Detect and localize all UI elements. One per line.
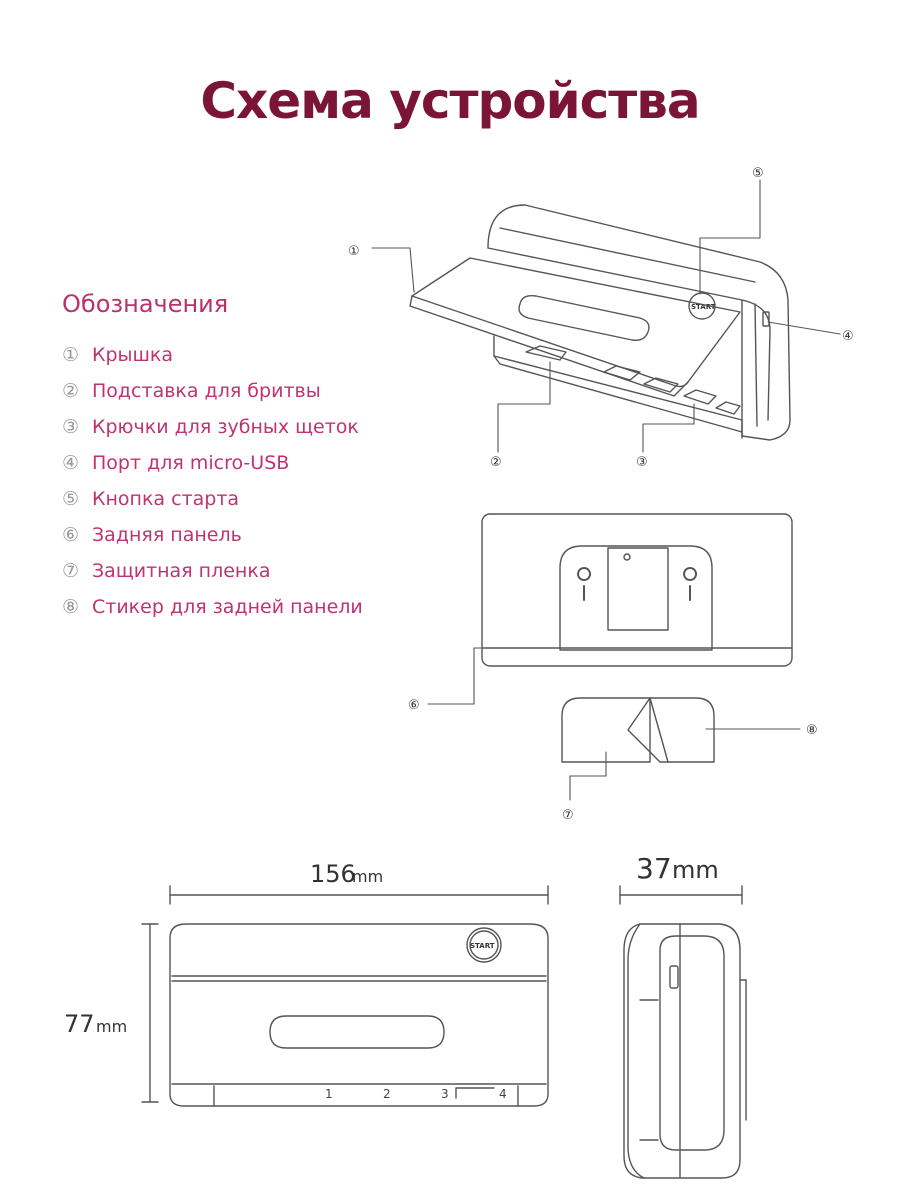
front-body bbox=[169, 923, 549, 1107]
legend-item-1: ① Крышка bbox=[62, 340, 363, 376]
film-sticker bbox=[561, 697, 715, 763]
leader-lines-top bbox=[371, 179, 841, 453]
mount-hole-small bbox=[623, 553, 631, 561]
legend-number: ⑥ bbox=[62, 524, 80, 546]
lid bbox=[411, 257, 741, 388]
legend-number: ④ bbox=[62, 452, 80, 474]
callout-4: ④ bbox=[842, 329, 854, 344]
back-panel-outline bbox=[481, 513, 793, 667]
leader-lines-mid bbox=[427, 647, 801, 801]
brush-hook-4 bbox=[715, 401, 741, 415]
callouts: ① ⑤ ④ ② ③ ⑥ ⑧ ⑦ bbox=[348, 166, 854, 823]
slot-label-1: 1 bbox=[325, 1087, 333, 1101]
legend-list: ① Крышка ② Подставка для бритвы ③ Крючки дл… bbox=[62, 340, 363, 628]
mount-plate bbox=[559, 545, 713, 651]
side-usb-port-icon bbox=[669, 965, 679, 989]
start-button-icon bbox=[688, 292, 716, 320]
legend-item-8: ⑧ Стикер для задней панели bbox=[62, 592, 363, 628]
callout-8: ⑧ bbox=[806, 723, 818, 738]
legend-label: Кнопка старта bbox=[92, 488, 240, 510]
slot-label-2: 2 bbox=[383, 1087, 391, 1101]
legend-label: Стикер для задней панели bbox=[92, 596, 363, 618]
keyhole-right-icon bbox=[683, 567, 698, 601]
slot-label-3: 3 bbox=[441, 1087, 449, 1101]
usb-port-icon bbox=[762, 311, 770, 327]
callout-3: ③ bbox=[636, 455, 648, 470]
legend-item-5: ⑤ Кнопка старта bbox=[62, 484, 363, 520]
keyhole-left-icon bbox=[577, 567, 592, 601]
back-sticker-area bbox=[607, 547, 669, 631]
legend-label: Задняя панель bbox=[92, 524, 242, 546]
callout-1: ① bbox=[348, 244, 360, 259]
legend-label: Крышка bbox=[92, 344, 174, 366]
height-unit: mm bbox=[96, 1017, 127, 1036]
back-panel bbox=[481, 513, 793, 667]
start-button-front-label: START bbox=[470, 942, 495, 950]
legend-item-2: ② Подставка для бритвы bbox=[62, 376, 363, 412]
legend-number: ③ bbox=[62, 416, 80, 438]
legend-item-6: ⑥ Задняя панель bbox=[62, 520, 363, 556]
brush-hook-2 bbox=[643, 377, 679, 393]
legend-number: ⑤ bbox=[62, 488, 80, 510]
legend-label: Порт для micro-USB bbox=[92, 452, 290, 474]
width-value: 156 bbox=[310, 860, 356, 888]
body-top bbox=[487, 204, 791, 441]
usb-slot-outline bbox=[455, 1087, 495, 1099]
front-window bbox=[269, 1015, 445, 1049]
legend-number: ① bbox=[62, 344, 80, 366]
start-button-label: START bbox=[691, 303, 716, 311]
callout-5: ⑤ bbox=[752, 166, 764, 181]
lid-thickness bbox=[409, 295, 689, 397]
height-value: 77 bbox=[64, 1010, 95, 1038]
razor-holder bbox=[525, 345, 567, 361]
legend-label: Защитная пленка bbox=[92, 560, 271, 582]
legend-label: Подставка для бритвы bbox=[92, 380, 321, 402]
legend-number: ⑧ bbox=[62, 596, 80, 618]
side-view bbox=[619, 885, 747, 1179]
legend-heading: Обозначения bbox=[62, 290, 229, 318]
brush-hook-1 bbox=[603, 365, 641, 381]
legend-number: ② bbox=[62, 380, 80, 402]
lid-window bbox=[518, 294, 650, 342]
depth-unit: mm bbox=[672, 856, 719, 884]
sticker bbox=[649, 697, 715, 763]
callout-7: ⑦ bbox=[562, 808, 574, 823]
depth-value: 37 bbox=[636, 852, 672, 885]
slot-label-4: 4 bbox=[499, 1087, 507, 1101]
side-body bbox=[623, 923, 741, 1179]
body-right-inner bbox=[754, 303, 758, 427]
body-front-edge bbox=[487, 247, 771, 421]
page-title: Схема устройства bbox=[200, 72, 700, 130]
side-inner bbox=[659, 935, 725, 1151]
width-unit: mm bbox=[352, 867, 383, 886]
peeled-corner bbox=[627, 697, 669, 763]
legend-number: ⑦ bbox=[62, 560, 80, 582]
protective-film bbox=[561, 697, 651, 763]
legend-item-7: ⑦ Защитная пленка bbox=[62, 556, 363, 592]
dimension-labels: 156 mm 77 mm 37 mm bbox=[64, 852, 719, 1038]
base-lower bbox=[493, 355, 743, 433]
legend-item-3: ③ Крючки для зубных щеток bbox=[62, 412, 363, 448]
callout-6: ⑥ bbox=[408, 698, 420, 713]
start-button-front-icon bbox=[466, 927, 502, 963]
base bbox=[493, 335, 743, 439]
legend-label: Крючки для зубных щеток bbox=[92, 416, 359, 438]
front-view: START 1 2 3 4 bbox=[141, 885, 549, 1107]
brush-hook-3 bbox=[683, 389, 717, 405]
legend-item-4: ④ Порт для micro-USB bbox=[62, 448, 363, 484]
device-isometric: START bbox=[409, 204, 791, 441]
body-front-inner bbox=[499, 227, 756, 283]
callout-2: ② bbox=[490, 455, 502, 470]
